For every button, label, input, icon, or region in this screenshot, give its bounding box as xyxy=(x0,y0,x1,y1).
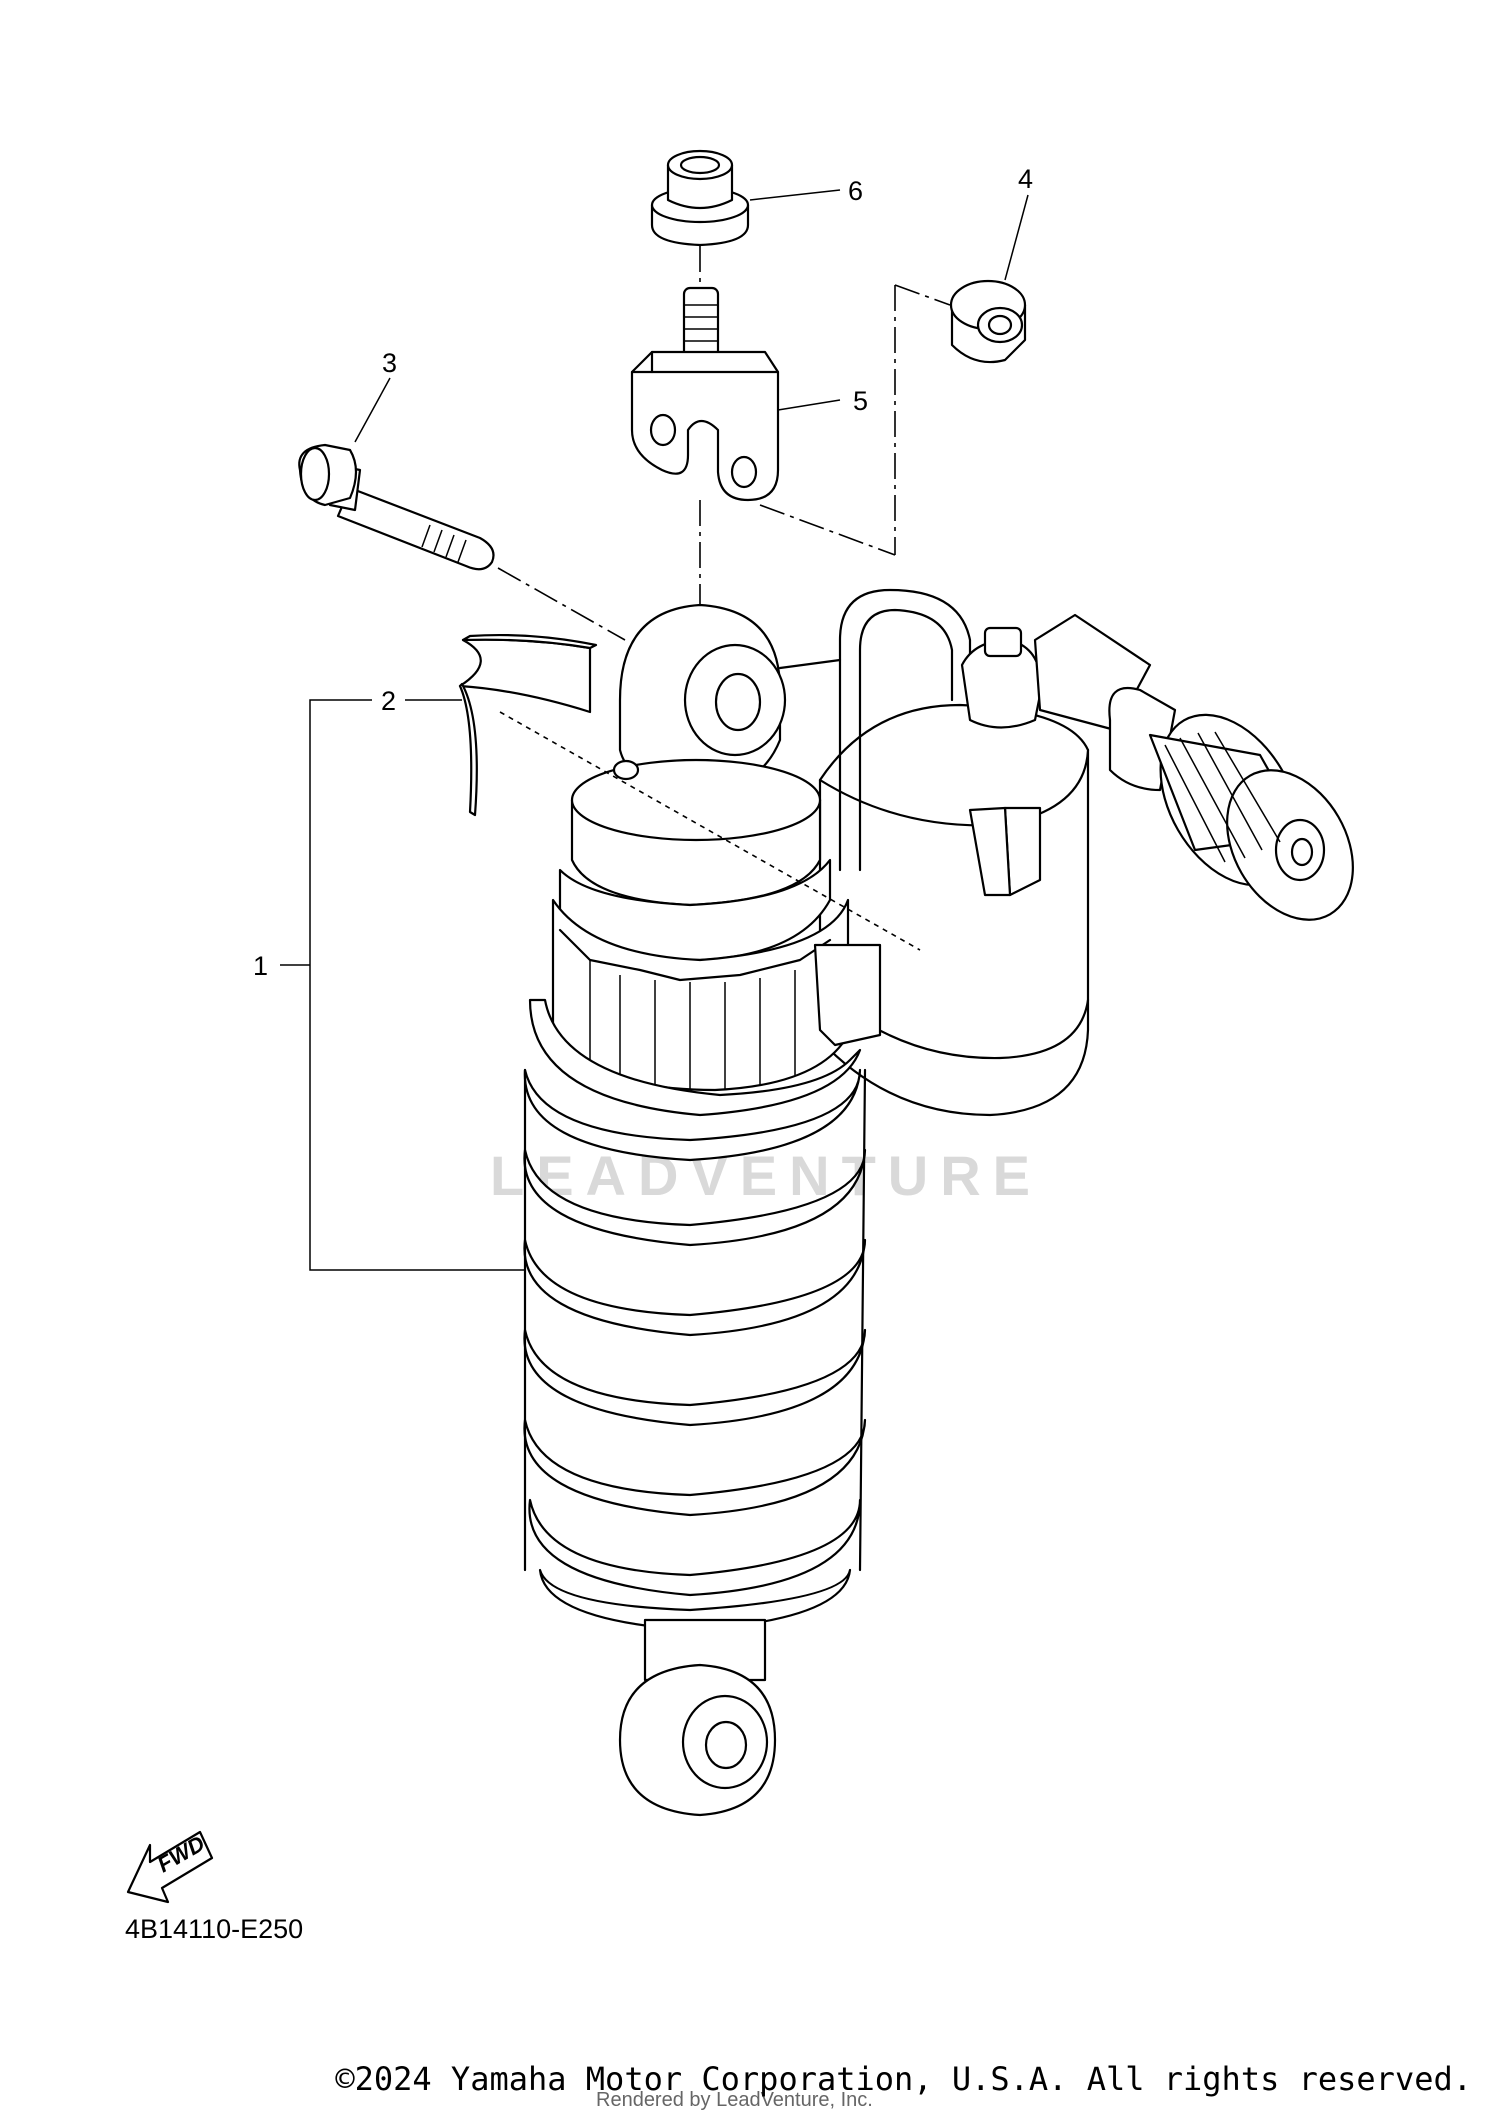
callout-2: 2 xyxy=(381,686,396,716)
part-2-label xyxy=(458,633,598,817)
part-4-nut xyxy=(949,279,1027,364)
part-3-bolt xyxy=(298,443,495,571)
part-5-bracket xyxy=(630,286,780,502)
assembly-lines xyxy=(497,246,951,951)
callout-6: 6 xyxy=(848,176,863,206)
diagram-code: 4B14110-E250 xyxy=(125,1914,303,1944)
callout-5: 5 xyxy=(853,386,868,416)
watermark-text: LEADVENTURE xyxy=(490,1144,1042,1207)
part-6-nut xyxy=(650,149,750,247)
callout-1: 1 xyxy=(253,951,268,981)
spring-coils xyxy=(523,1068,867,1632)
part-1-shock-absorber xyxy=(523,588,1354,1817)
callout-leaders xyxy=(280,189,1029,1271)
fwd-arrow-icon: FWD xyxy=(126,1831,214,1904)
copyright-notice: ©2024 Yamaha Motor Corporation, U.S.A. A… xyxy=(335,2060,1472,2098)
rendered-by-text: Rendered by LeadVenture, Inc. xyxy=(596,2089,873,2111)
callout-3: 3 xyxy=(382,348,397,378)
callout-4: 4 xyxy=(1018,164,1033,194)
